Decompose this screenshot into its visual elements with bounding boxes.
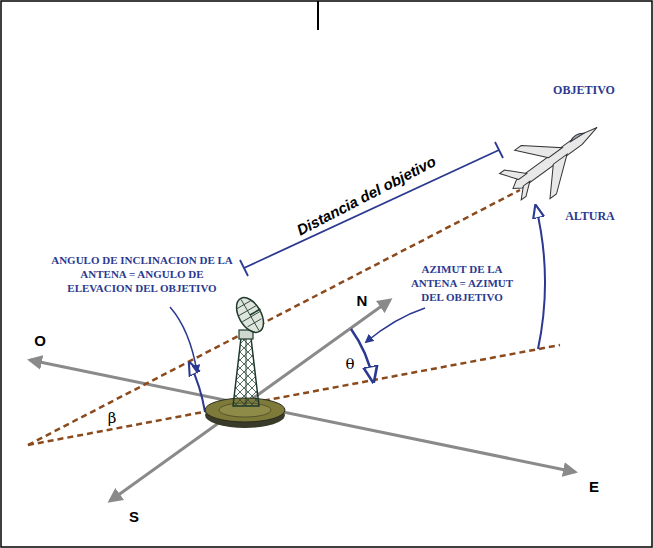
distance-dimension [495, 142, 503, 158]
elevation-pointer [170, 307, 197, 372]
azimuth-symbol: θ [345, 357, 354, 372]
target-aircraft [494, 103, 615, 214]
radar-dish [250, 309, 260, 315]
distance-dimension [240, 142, 503, 276]
compass-axes [30, 360, 575, 472]
radar-tower [233, 338, 259, 406]
target-aircraft [535, 154, 583, 199]
tick-line [317, 1, 319, 30]
target-aircraft [515, 181, 535, 200]
radar-tower [233, 330, 259, 406]
altitude-label: ALTURA [565, 210, 615, 222]
distance-dimension [244, 150, 499, 268]
compass-east: E [589, 479, 599, 494]
radar-dish [231, 293, 270, 337]
target-aircraft [569, 131, 584, 143]
target-label: OBJETIVO [553, 84, 615, 96]
compass-west: O [34, 333, 46, 348]
target-aircraft [500, 161, 527, 187]
azimuth-arc [351, 329, 373, 380]
compass-north: N [357, 293, 368, 308]
distance-label: Distancia del objetivo [294, 153, 438, 237]
sight-lines [28, 345, 560, 445]
elevation-angle-note: ANGULO DE INCLINACION DE LA ANTENA = ANG… [47, 253, 237, 295]
radar-tower [246, 338, 247, 406]
azimuth-pointer [366, 308, 425, 342]
radar-dish [232, 294, 267, 335]
elevation-symbol: β [108, 411, 117, 426]
distance-dimension [240, 260, 248, 276]
sight-lines [28, 190, 520, 445]
sight-lines [28, 190, 560, 445]
radar-dish [231, 293, 269, 337]
altitude-arrow [536, 207, 545, 349]
azimuth-note: AZIMUT DE LA ANTENA = AZIMUT DEL OBJETIV… [401, 262, 523, 304]
compass-south: S [129, 509, 139, 524]
